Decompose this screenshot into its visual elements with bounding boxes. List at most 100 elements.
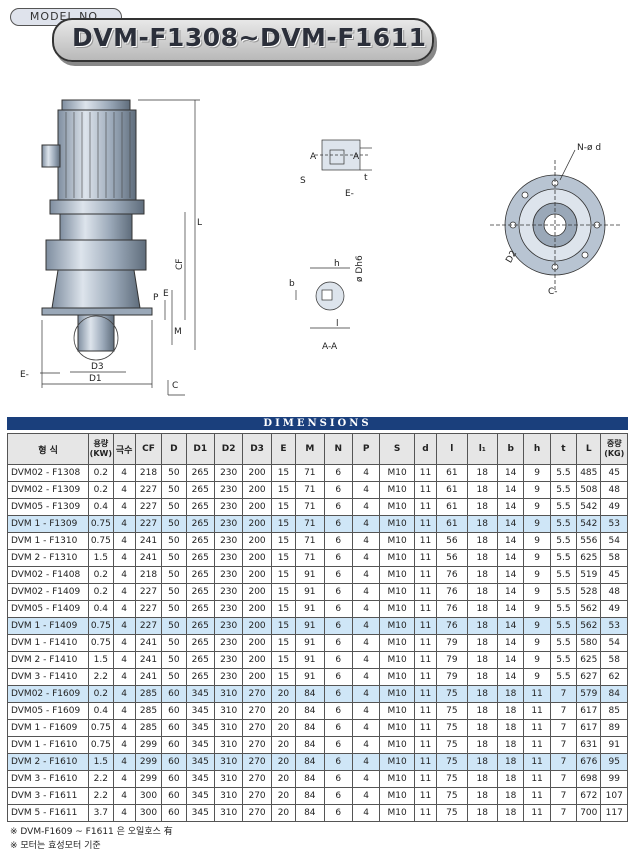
- section-AA-caption: A-A: [322, 342, 338, 352]
- value-cell: 18: [466, 532, 499, 550]
- value-cell: 4: [351, 651, 381, 669]
- column-header: E: [270, 433, 297, 465]
- value-cell: 7: [549, 736, 578, 754]
- value-cell: 0.75: [88, 515, 114, 533]
- value-cell: 11: [523, 685, 551, 703]
- column-header: 용량 (KW): [88, 433, 114, 465]
- label-A1: A: [310, 152, 317, 162]
- value-cell: 6: [323, 464, 353, 482]
- value-cell: 579: [576, 685, 602, 703]
- value-cell: 54: [600, 532, 628, 550]
- value-cell: 270: [242, 685, 272, 703]
- value-cell: 18: [466, 498, 499, 516]
- value-cell: 18: [496, 702, 525, 720]
- dimensions-bar: DIMENSIONS: [7, 417, 628, 430]
- value-cell: 18: [466, 651, 499, 669]
- value-cell: 11: [413, 566, 438, 584]
- note-motor: ※ 모터는 효성모터 기준: [10, 841, 101, 851]
- value-cell: 20: [270, 770, 297, 788]
- value-cell: 6: [323, 583, 353, 601]
- value-cell: 48: [600, 583, 628, 601]
- model-cell: DVM 3 - F1611: [6, 787, 90, 805]
- value-cell: 84: [295, 685, 325, 703]
- value-cell: 227: [134, 583, 163, 601]
- value-cell: 15: [270, 600, 297, 618]
- value-cell: 89: [600, 719, 628, 737]
- dim-D3: D3: [91, 362, 104, 372]
- value-cell: 265: [185, 532, 215, 550]
- view-E-arrow: E-: [20, 370, 29, 380]
- value-cell: 15: [270, 566, 297, 584]
- value-cell: 4: [112, 498, 136, 516]
- value-cell: 11: [523, 719, 551, 737]
- value-cell: 20: [270, 736, 297, 754]
- label-l: l: [336, 319, 339, 329]
- value-cell: M10: [379, 464, 415, 482]
- value-cell: 11: [523, 804, 551, 822]
- value-cell: 15: [270, 532, 297, 550]
- value-cell: 562: [576, 600, 602, 618]
- value-cell: 49: [600, 498, 628, 516]
- value-cell: 265: [185, 515, 215, 533]
- value-cell: 9: [523, 600, 551, 618]
- dim-CF: CF: [175, 259, 185, 270]
- value-cell: 71: [295, 498, 325, 516]
- model-cell: DVM02 - F1609: [6, 685, 90, 703]
- value-cell: 84: [295, 719, 325, 737]
- value-cell: 5.5: [549, 464, 578, 482]
- value-cell: 4: [351, 600, 381, 618]
- value-cell: 9: [523, 481, 551, 499]
- value-cell: 230: [213, 566, 244, 584]
- value-cell: 53: [600, 515, 628, 533]
- value-cell: 18: [466, 566, 499, 584]
- value-cell: M10: [379, 702, 415, 720]
- value-cell: 15: [270, 634, 297, 652]
- value-cell: 4: [351, 566, 381, 584]
- model-cell: DVM 2 - F1410: [6, 651, 90, 669]
- value-cell: 4: [112, 481, 136, 499]
- value-cell: 542: [576, 515, 602, 533]
- value-cell: 6: [323, 549, 353, 567]
- value-cell: 71: [295, 481, 325, 499]
- value-cell: 6: [323, 787, 353, 805]
- value-cell: 14: [496, 566, 525, 584]
- value-cell: 2.2: [88, 668, 114, 686]
- value-cell: M10: [379, 600, 415, 618]
- value-cell: 4: [112, 515, 136, 533]
- value-cell: 200: [242, 600, 272, 618]
- value-cell: 14: [496, 498, 525, 516]
- value-cell: 6: [323, 702, 353, 720]
- column-header: D2: [213, 433, 244, 465]
- value-cell: 58: [600, 549, 628, 567]
- value-cell: 519: [576, 566, 602, 584]
- value-cell: 6: [323, 753, 353, 771]
- model-cell: DVM 2 - F1610: [6, 753, 90, 771]
- value-cell: 6: [323, 481, 353, 499]
- value-cell: 241: [134, 651, 163, 669]
- value-cell: 6: [323, 668, 353, 686]
- value-cell: 9: [523, 668, 551, 686]
- column-header: D1: [185, 433, 215, 465]
- value-cell: 76: [436, 566, 468, 584]
- model-cell: DVM 1 - F1410: [6, 634, 90, 652]
- value-cell: 58: [600, 651, 628, 669]
- value-cell: 4: [351, 736, 381, 754]
- value-cell: 4: [112, 566, 136, 584]
- value-cell: 75: [436, 719, 468, 737]
- value-cell: 11: [413, 549, 438, 567]
- value-cell: 7: [549, 702, 578, 720]
- value-cell: 676: [576, 753, 602, 771]
- value-cell: 5.5: [549, 481, 578, 499]
- value-cell: 11: [523, 770, 551, 788]
- model-cell: DVM05 - F1409: [6, 600, 90, 618]
- value-cell: 56: [436, 549, 468, 567]
- value-cell: 71: [295, 515, 325, 533]
- value-cell: 91: [295, 617, 325, 635]
- value-cell: M10: [379, 532, 415, 550]
- value-cell: 50: [161, 566, 187, 584]
